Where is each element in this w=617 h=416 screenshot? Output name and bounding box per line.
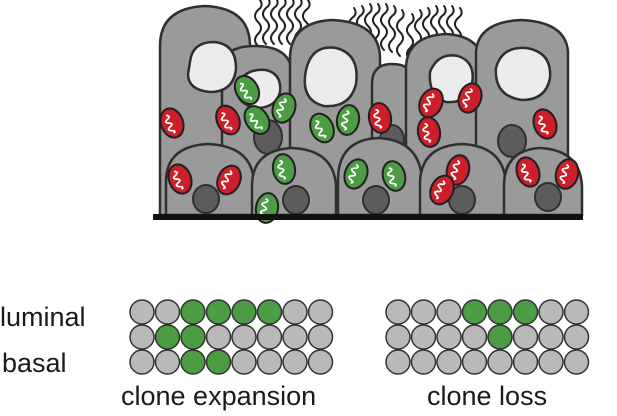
nucleus bbox=[362, 185, 390, 215]
clone-cell-unlabeled bbox=[563, 324, 590, 350]
clone-cell-labeled bbox=[205, 349, 232, 375]
clone-cell-unlabeled bbox=[307, 299, 334, 325]
clone-expansion-grid bbox=[129, 299, 334, 375]
cilium bbox=[262, 0, 271, 45]
clone-cell-labeled bbox=[180, 349, 206, 375]
mitochondrion-red bbox=[216, 164, 242, 196]
clone-cell-labeled bbox=[205, 299, 232, 325]
clone-cell-unlabeled bbox=[512, 324, 539, 350]
cilium bbox=[278, 0, 287, 45]
clone-cell-labeled bbox=[487, 324, 513, 350]
clone-cell-unlabeled bbox=[282, 299, 308, 325]
clone-cell-unlabeled bbox=[154, 299, 181, 325]
clone-cell-unlabeled bbox=[385, 324, 411, 350]
nucleus bbox=[282, 185, 310, 215]
clone-cell-unlabeled bbox=[436, 349, 462, 375]
mitochondrion-green bbox=[271, 92, 297, 124]
mitochondrion-red bbox=[367, 102, 393, 134]
mitochondrion-red bbox=[554, 158, 580, 190]
mitochondrion-red bbox=[159, 107, 185, 139]
nucleus bbox=[303, 46, 358, 108]
mitochondrion-red bbox=[418, 87, 444, 119]
mitochondrion-red bbox=[215, 104, 241, 136]
nucleus bbox=[192, 184, 220, 214]
mitochondrion-green bbox=[343, 158, 369, 190]
clone-cell-unlabeled bbox=[231, 324, 257, 350]
clone-cell-labeled bbox=[231, 299, 257, 325]
clone-cell-labeled bbox=[487, 299, 513, 325]
clone-cell-labeled bbox=[180, 299, 206, 325]
clone-cell-unlabeled bbox=[256, 324, 283, 350]
nucleus bbox=[497, 124, 527, 158]
cilium bbox=[406, 13, 415, 61]
clone-cell-unlabeled bbox=[436, 324, 462, 350]
mitochondrion-red bbox=[167, 163, 193, 195]
clone-cell-unlabeled bbox=[410, 299, 437, 325]
luminal-label: luminal bbox=[0, 302, 86, 332]
clone-cell-unlabeled bbox=[563, 299, 590, 325]
clone-cell-unlabeled bbox=[563, 349, 590, 375]
mitochondrion-red bbox=[416, 116, 442, 148]
clone-loss-caption: clone loss bbox=[427, 381, 547, 411]
clone-cell-unlabeled bbox=[385, 299, 411, 325]
clone-cell-unlabeled bbox=[538, 299, 564, 325]
clone-cell-labeled bbox=[461, 299, 488, 325]
cilium bbox=[270, 0, 279, 45]
clone-cell-unlabeled bbox=[487, 349, 513, 375]
clone-cell-unlabeled bbox=[307, 324, 334, 350]
clone-cell-unlabeled bbox=[385, 349, 411, 375]
cilium bbox=[254, 0, 263, 47]
clone-cell-labeled bbox=[512, 299, 539, 325]
nucleus bbox=[494, 46, 552, 102]
mitochondrion-green bbox=[309, 112, 335, 144]
clone-cell-unlabeled bbox=[205, 324, 232, 350]
mitochondrion-green bbox=[381, 160, 407, 192]
mitochondrion-red bbox=[457, 82, 483, 114]
clone-cell-labeled bbox=[154, 324, 181, 350]
clone-cell-unlabeled bbox=[436, 299, 462, 325]
clone-cell-unlabeled bbox=[410, 349, 437, 375]
nucleus bbox=[186, 40, 238, 94]
clone-cell-unlabeled bbox=[538, 349, 564, 375]
basement-membrane bbox=[153, 214, 583, 220]
clone-cell-labeled bbox=[256, 299, 283, 325]
cilium bbox=[380, 3, 389, 51]
nucleus bbox=[534, 182, 562, 212]
clone-cell-unlabeled bbox=[461, 324, 488, 350]
cilium bbox=[396, 9, 405, 57]
clone-cell-labeled bbox=[180, 324, 206, 350]
clone-cell-unlabeled bbox=[461, 349, 488, 375]
clone-expansion-caption: clone expansion bbox=[121, 381, 316, 411]
clone-cell-unlabeled bbox=[154, 349, 181, 375]
clone-cell-unlabeled bbox=[256, 349, 283, 375]
clone-cell-unlabeled bbox=[512, 349, 539, 375]
cilium bbox=[388, 5, 397, 53]
clone-cell-unlabeled bbox=[538, 324, 564, 350]
mitochondrion-green bbox=[271, 153, 297, 185]
cilium bbox=[286, 0, 295, 45]
mitochondrion-red bbox=[532, 108, 558, 140]
mitochondrion-red bbox=[429, 174, 455, 206]
clone-loss-grid bbox=[385, 299, 590, 375]
mitochondrion-green bbox=[243, 105, 271, 135]
clone-cell-unlabeled bbox=[129, 299, 155, 325]
mitochondrion-green bbox=[335, 104, 361, 136]
clone-cell-unlabeled bbox=[307, 349, 334, 375]
clone-cell-unlabeled bbox=[282, 349, 308, 375]
clone-cell-unlabeled bbox=[231, 349, 257, 375]
mitochondrion-green bbox=[233, 74, 261, 106]
mitochondrion-red bbox=[515, 156, 541, 188]
mitochondria bbox=[159, 74, 580, 224]
clone-cell-unlabeled bbox=[282, 324, 308, 350]
clone-cell-unlabeled bbox=[129, 349, 155, 375]
basal-label: basal bbox=[2, 348, 67, 378]
clone-cell-unlabeled bbox=[129, 324, 155, 350]
clone-cell-unlabeled bbox=[410, 324, 437, 350]
